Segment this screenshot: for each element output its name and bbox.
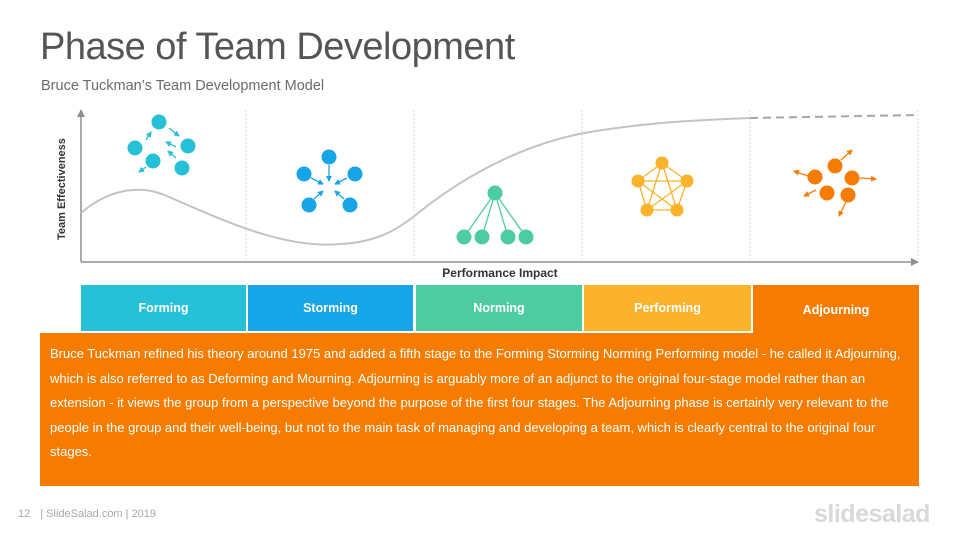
brand-logo: slidesalad xyxy=(814,500,930,528)
adjourning-dispersing-icon xyxy=(793,149,877,217)
x-axis-label: Performance Impact xyxy=(442,266,558,280)
column-separators xyxy=(245,110,919,262)
description-panel xyxy=(40,333,919,486)
slide-subtitle: Bruce Tuckman’s Team Development Model xyxy=(41,78,325,94)
storming-network-icon xyxy=(296,149,363,213)
effectiveness-curve xyxy=(80,117,751,246)
effectiveness-curve-projection xyxy=(749,114,919,119)
stage-adjourning: Adjourning xyxy=(753,285,919,333)
footer-credit: | SlideSalad.com | 2019 xyxy=(40,508,157,520)
stage-storming: Storming xyxy=(248,285,413,331)
forming-network-icon xyxy=(127,114,196,176)
footer: 12 | SlideSalad.com | 2019 xyxy=(18,508,156,520)
description-text: Bruce Tuckman refined his theory around … xyxy=(50,346,901,460)
performing-pentagon-icon xyxy=(631,156,694,217)
page-number: 12 xyxy=(18,508,31,520)
stage-norming: Norming xyxy=(416,285,582,331)
y-axis-label: Team Effectiveness xyxy=(56,138,68,240)
norming-hierarchy-icon xyxy=(456,185,534,245)
stage-forming: Forming xyxy=(81,285,246,331)
slide-title: Phase of Team Development xyxy=(40,26,515,68)
stage-performing: Performing xyxy=(584,285,751,331)
